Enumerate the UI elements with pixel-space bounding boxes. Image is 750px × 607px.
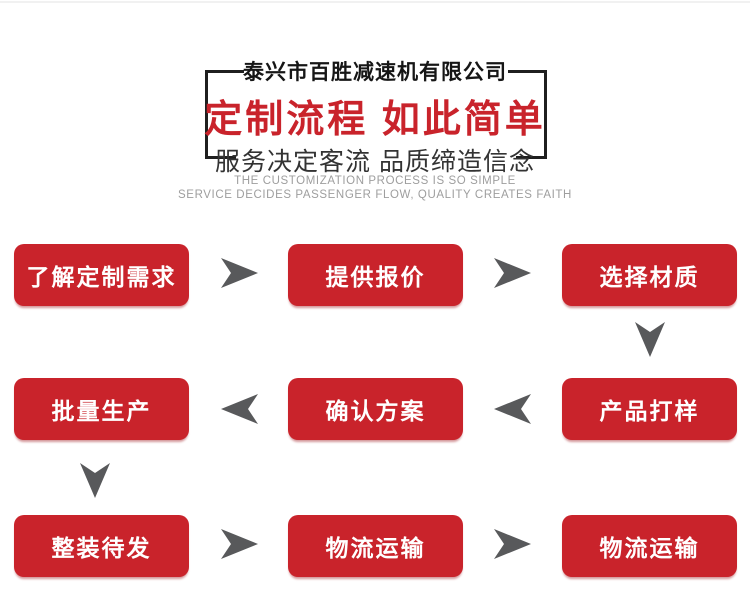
flow-step-provide-quote: 提供报价 [288, 244, 463, 306]
flow-step-ready-to-ship: 整装待发 [14, 515, 189, 577]
left-bracket-decoration [205, 156, 236, 159]
arrow-right-icon [494, 258, 531, 288]
right-bracket-decoration [508, 70, 547, 73]
flow-step-mass-production: 批量生产 [14, 378, 189, 440]
english-tagline-1: THE CUSTOMIZATION PROCESS IS SO SIMPLE [234, 175, 516, 187]
arrow-right-icon [221, 529, 258, 559]
right-bracket-decoration [516, 156, 547, 159]
arrow-right-icon [221, 258, 258, 288]
arrow-left-icon [221, 394, 258, 424]
flow-step-understand-needs: 了解定制需求 [14, 244, 189, 306]
english-tagline-2: SERVICE DECIDES PASSENGER FLOW, QUALITY … [178, 189, 572, 201]
flow-step-product-sampling: 产品打样 [562, 378, 737, 440]
flow-step-choose-material: 选择材质 [562, 244, 737, 306]
right-bracket-decoration [544, 70, 547, 159]
flow-step-logistics-1: 物流运输 [288, 515, 463, 577]
arrow-down-icon [80, 463, 110, 498]
left-bracket-decoration [205, 70, 208, 159]
top-divider-line [0, 1, 750, 3]
arrow-down-icon [635, 322, 665, 357]
arrow-left-icon [494, 394, 531, 424]
page-title: 定制流程 如此简单 [204, 99, 546, 141]
flow-step-confirm-plan: 确认方案 [288, 378, 463, 440]
left-bracket-decoration [205, 70, 244, 73]
flow-step-logistics-2: 物流运输 [562, 515, 737, 577]
arrow-right-icon [494, 529, 531, 559]
page-subtitle: 服务决定客流 品质缔造信念 [215, 148, 535, 176]
company-name: 泰兴市百胜减速机有限公司 [243, 61, 507, 84]
